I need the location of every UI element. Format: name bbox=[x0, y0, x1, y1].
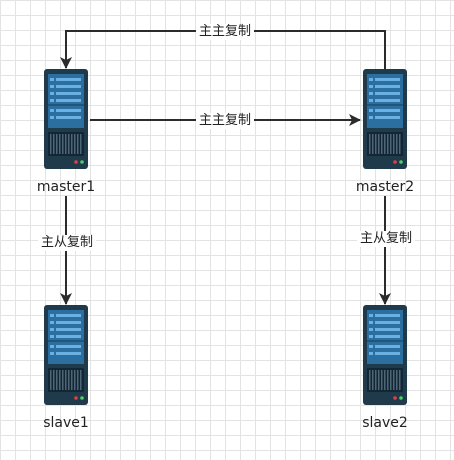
node-label-slave1: slave1 bbox=[43, 415, 89, 431]
server-slave2[interactable] bbox=[360, 305, 410, 405]
server-icon bbox=[44, 305, 88, 405]
server-master1[interactable] bbox=[41, 69, 91, 169]
edge-label-master1-to-master2: 主主复制 bbox=[195, 113, 255, 129]
edge-label-master2-to-slave2: 主从复制 bbox=[356, 231, 416, 247]
server-icon bbox=[363, 305, 407, 405]
server-icon bbox=[363, 69, 407, 169]
server-icon bbox=[44, 69, 88, 169]
server-slave1[interactable] bbox=[41, 305, 91, 405]
node-label-master2: master2 bbox=[355, 179, 415, 195]
node-label-slave2: slave2 bbox=[362, 415, 408, 431]
node-label-master1: master1 bbox=[36, 179, 96, 195]
edge-label-master1-to-slave1: 主从复制 bbox=[37, 235, 97, 251]
edge-label-master2-to-master1: 主主复制 bbox=[195, 24, 255, 40]
server-master2[interactable] bbox=[360, 69, 410, 169]
